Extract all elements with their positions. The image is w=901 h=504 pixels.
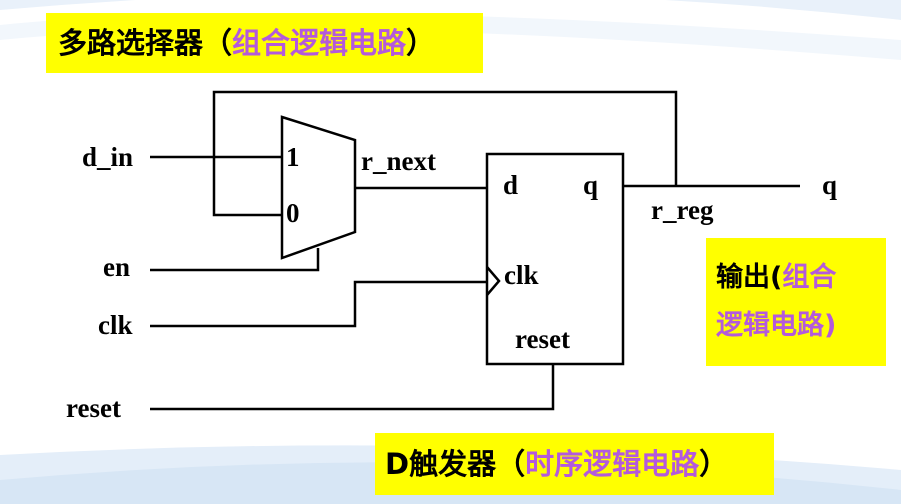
dff-clk-triangle [486,266,501,296]
wire-feedback [212,90,678,217]
label-r-reg: r_reg [651,195,714,225]
callout-output-prefix: 输出( [716,262,783,293]
mux-input-1-label: 1 [286,142,300,172]
callout-mux: 多路选择器（组合逻辑电路） [46,13,483,73]
label-d-in: d_in [82,142,134,172]
callout-output: 输出(组合 逻辑电路) [706,238,886,366]
dff-d-label: d [503,170,519,200]
label-clk: clk [98,310,133,340]
dff-q-label: q [583,170,599,200]
callout-dff-suffix: ） [699,447,729,481]
label-en: en [103,252,130,282]
callout-dff-highlight: 时序逻辑电路 [525,447,700,481]
wire-clk [150,280,487,328]
label-q-out: q [822,170,838,200]
dff-reset-label: reset [515,324,570,354]
wire-reset [150,364,555,411]
wire-en [150,248,320,272]
dff-clk-label: clk [504,260,539,290]
label-r-next: r_next [361,146,436,176]
dff-body [485,152,625,366]
callout-mux-prefix: 多路选择器（ [58,26,233,60]
mux-input-0-label: 0 [286,198,300,228]
mux-body [280,115,357,260]
callout-mux-suffix: ） [406,26,436,60]
callout-output-suffix: ) [824,310,837,341]
callout-output-highlight-1: 组合 [782,262,837,293]
callout-mux-highlight: 组合逻辑电路 [232,26,407,60]
label-reset: reset [66,393,121,423]
callout-output-highlight-2: 逻辑电路 [716,310,824,341]
callout-dff: D触发器（时序逻辑电路） [375,433,774,495]
callout-dff-prefix: D触发器（ [385,447,526,481]
